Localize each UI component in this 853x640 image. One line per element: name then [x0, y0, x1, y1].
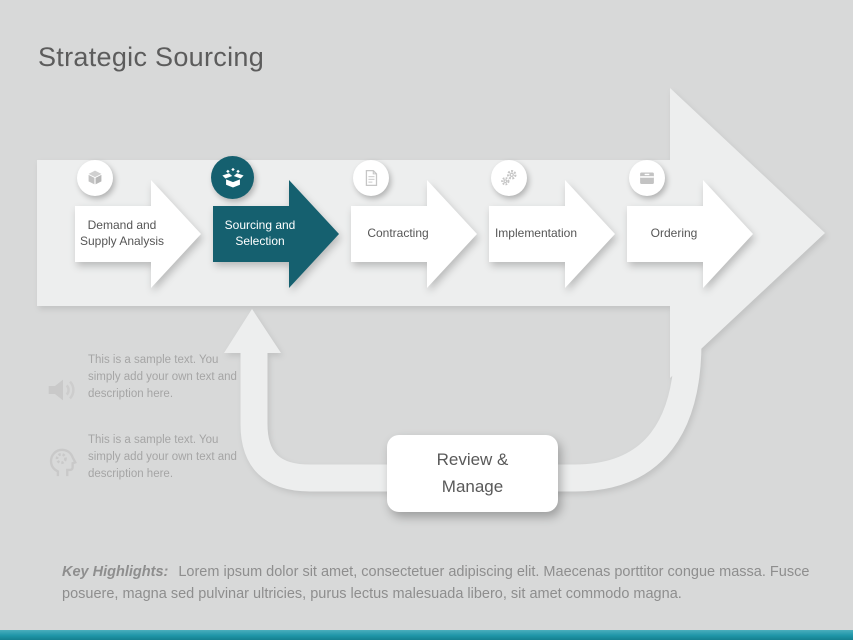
step-label: Ordering — [650, 225, 698, 240]
open-box-icon — [221, 167, 244, 188]
step-implementation: Implementation — [489, 160, 617, 290]
step-arrow-shape — [627, 180, 753, 288]
step-arrow-shape — [489, 180, 615, 288]
bottom-accent-bar — [0, 630, 853, 640]
note-1-bullet — [42, 370, 82, 410]
note-1-text: This is a sample text. You simply add yo… — [88, 354, 237, 400]
step-sourcing-selection: Sourcing and Selection — [211, 156, 341, 290]
step-badge — [211, 156, 254, 199]
step-arrow-shape — [213, 180, 339, 288]
step-label: Contracting — [367, 225, 429, 240]
loop-arrowhead-up-icon — [224, 309, 281, 353]
key-highlights-heading: Key Highlights: — [62, 564, 169, 580]
step-label: Sourcing and Selection — [224, 217, 296, 248]
step-label: Implementation — [494, 225, 578, 240]
order-box-icon — [640, 172, 654, 184]
review-manage-box: Review & Manage — [387, 435, 558, 512]
step-badge — [491, 160, 527, 196]
key-highlights: Key Highlights:Lorem ipsum dolor sit ame… — [62, 561, 810, 606]
loop-ribbon — [224, 309, 702, 492]
note-2-text: This is a sample text. You simply add yo… — [88, 434, 237, 480]
speaker-icon — [48, 379, 75, 401]
loop-ribbon-path — [240, 341, 702, 492]
step-arrow-shape — [351, 180, 477, 288]
step-label: Demand and Supply Analysis — [79, 217, 165, 248]
step-badge — [629, 160, 665, 196]
step-badge — [353, 160, 389, 196]
package-cube-icon — [88, 170, 102, 185]
step-ordering: Ordering — [627, 160, 755, 290]
review-manage-label: Review & Manage — [436, 450, 509, 496]
key-highlights-body: Lorem ipsum dolor sit amet, consectetuer… — [62, 564, 810, 603]
step-arrow-shape — [75, 180, 201, 288]
document-icon — [365, 170, 378, 186]
step-badge — [77, 160, 113, 196]
note-2-bullet — [45, 441, 81, 479]
page-title: Strategic Sourcing — [38, 42, 265, 72]
step-contracting: Contracting — [351, 160, 479, 290]
gears-icon — [501, 170, 517, 186]
head-idea-icon — [49, 448, 77, 477]
step-demand-supply-analysis: Demand and Supply Analysis — [75, 160, 203, 290]
